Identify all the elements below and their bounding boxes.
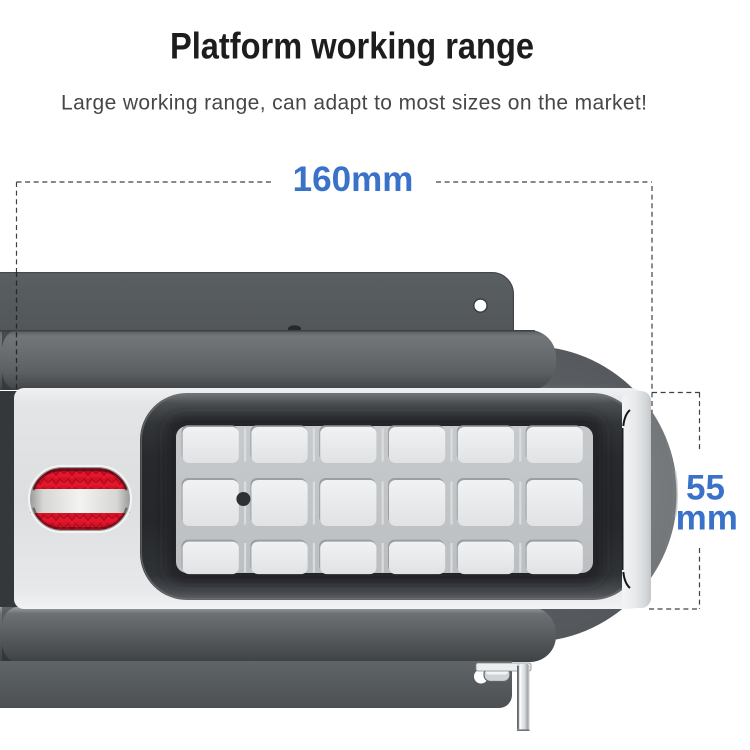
svg-text:mm: mm	[676, 498, 738, 537]
svg-text:160mm: 160mm	[293, 160, 414, 199]
svg-text:55: 55	[686, 468, 725, 507]
svg-text:Platform working range: Platform working range	[170, 25, 534, 67]
svg-text:Large working range, can adapt: Large working range, can adapt to most s…	[61, 92, 647, 115]
